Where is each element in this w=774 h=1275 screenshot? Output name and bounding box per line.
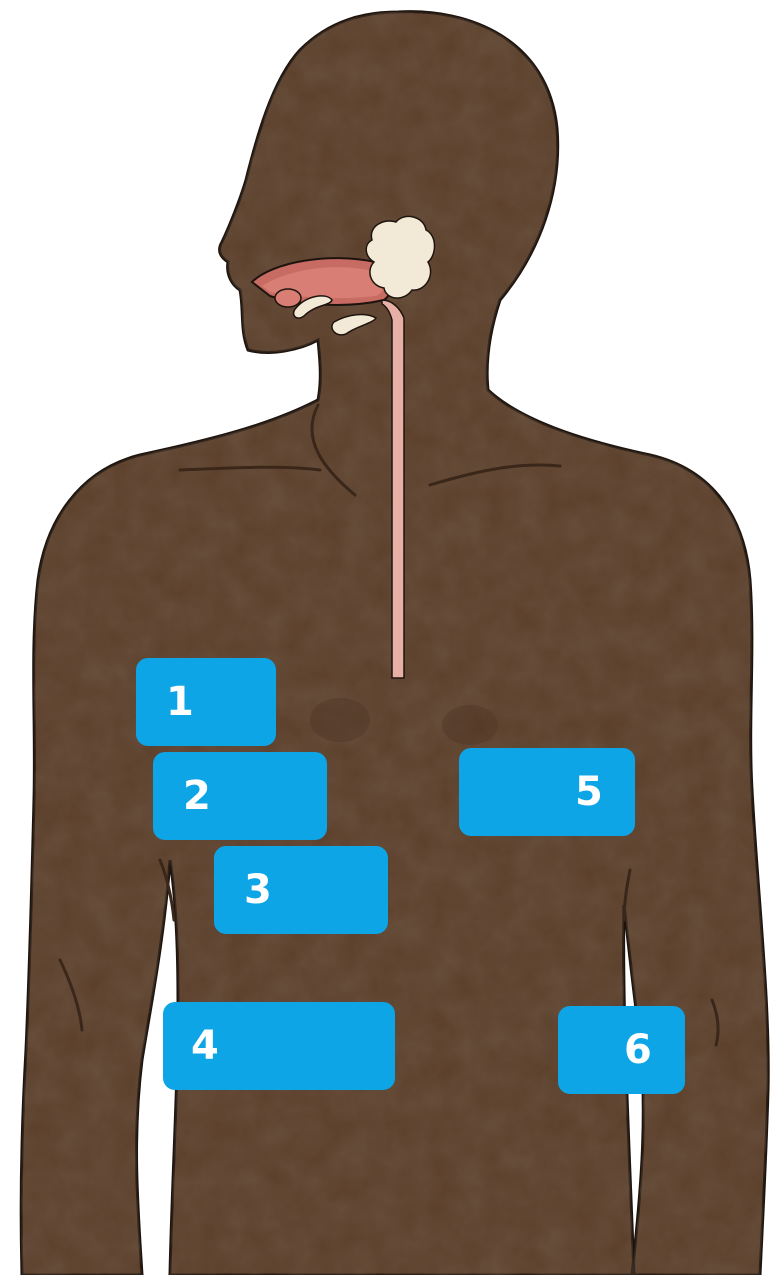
label-box-2[interactable]: 2: [153, 752, 327, 840]
label-number-1: 1: [166, 682, 194, 722]
label-box-6[interactable]: 6: [558, 1006, 685, 1094]
label-number-4: 4: [191, 1026, 219, 1066]
label-number-6: 6: [624, 1030, 652, 1070]
label-number-3: 3: [244, 870, 272, 910]
label-box-4[interactable]: 4: [163, 1002, 395, 1090]
label-number-5: 5: [575, 772, 603, 812]
salivary-gland: [366, 216, 434, 298]
label-box-1[interactable]: 1: [136, 658, 276, 746]
label-box-3[interactable]: 3: [214, 846, 388, 934]
label-box-5[interactable]: 5: [459, 748, 635, 836]
label-number-2: 2: [183, 776, 211, 816]
